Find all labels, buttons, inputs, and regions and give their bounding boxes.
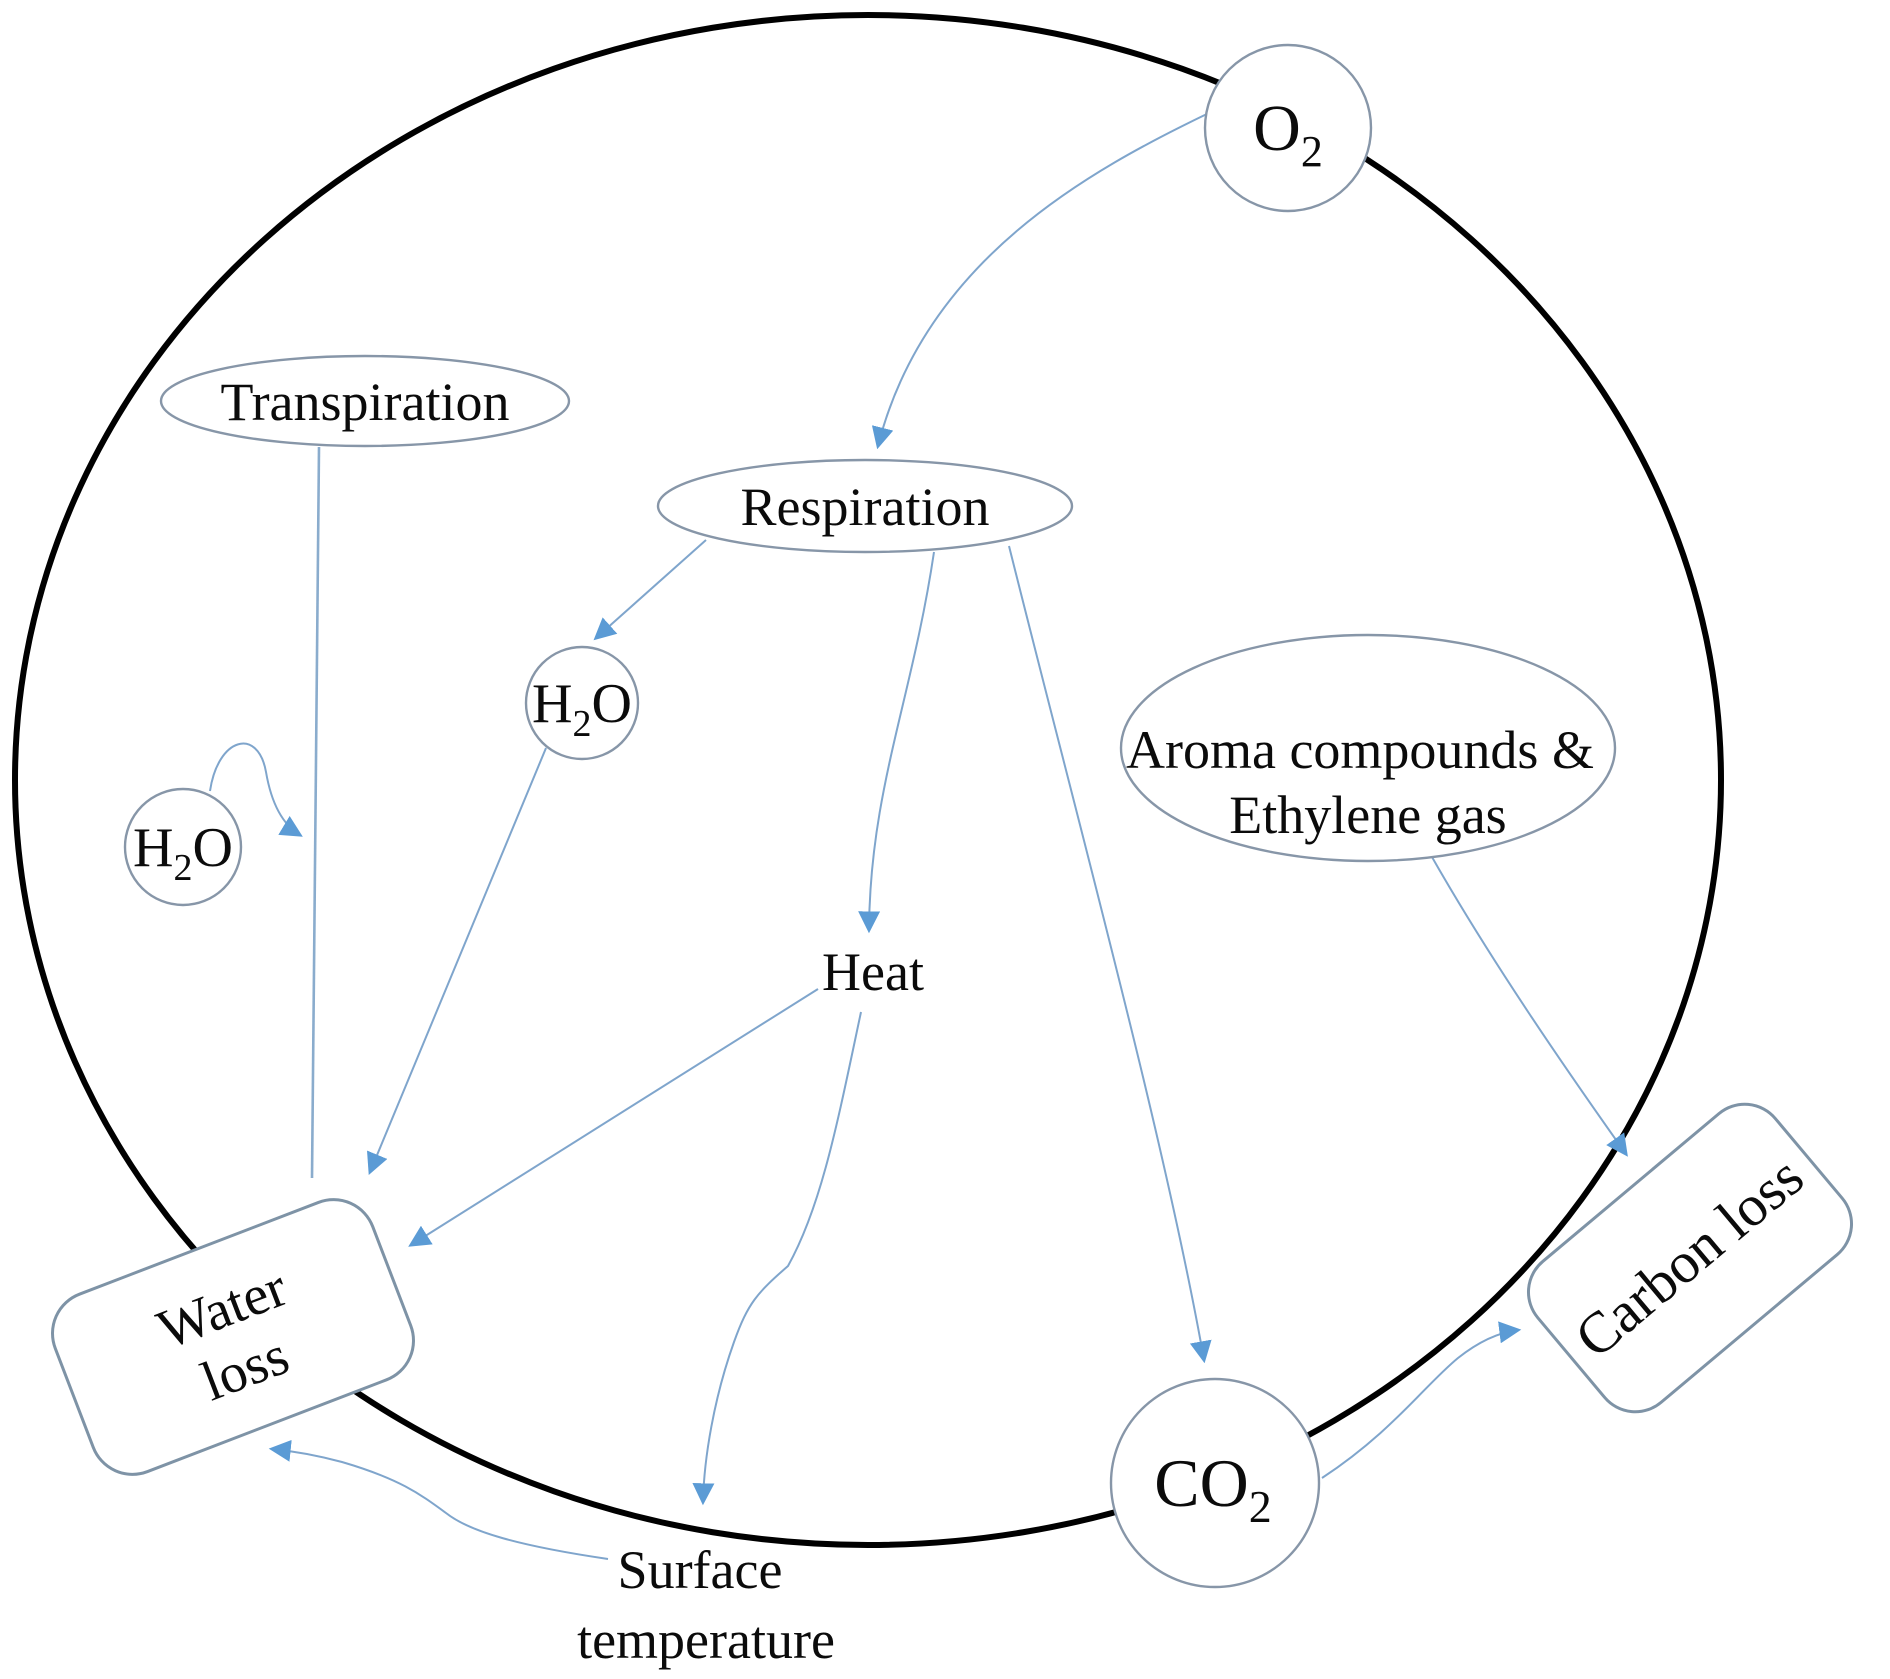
respiration-ellipse — [656, 458, 1074, 554]
node-h2o-mid: H2O — [524, 645, 640, 761]
co2-circle — [1109, 1377, 1321, 1589]
heat-label: Heat — [822, 942, 924, 1002]
edge-h2oleft-transpiration-line — [209, 742, 303, 837]
edge-heat-surfacetemp — [692, 1011, 862, 1506]
edge-respiration-co2 — [1008, 545, 1212, 1364]
node-aroma: Aroma compounds & Ethylene gas — [1119, 633, 1617, 863]
transpiration-ellipse — [159, 354, 571, 448]
surface-temperature-label-line2: temperature — [577, 1610, 835, 1670]
h2o-mid-circle — [524, 645, 640, 761]
aroma-label-line2: Ethylene gas — [1229, 785, 1506, 845]
edge-transpiration-waterloss — [310, 446, 321, 1179]
edge-h2o-waterloss — [367, 747, 547, 1176]
node-h2o-left: H2O — [123, 787, 243, 907]
respiration-label: Respiration — [741, 477, 990, 537]
outer-boundary-circle — [12, 12, 1724, 1548]
edge-o2-respiration — [871, 111, 1212, 450]
h2o-mid-label: H2O — [532, 673, 632, 745]
h2o-left-circle — [123, 787, 243, 907]
edge-co2-carbonloss — [1321, 1321, 1522, 1479]
edge-heat-waterloss — [408, 988, 819, 1247]
aroma-label-line1: Aroma compounds & — [1126, 720, 1594, 780]
transpiration-label: Transpiration — [220, 372, 509, 432]
node-co2: CO2 — [1109, 1377, 1321, 1589]
water-loss-box — [51, 1198, 415, 1476]
node-respiration: Respiration — [656, 458, 1074, 554]
co2-label: CO2 — [1154, 1445, 1271, 1532]
node-o2: O2 — [1203, 43, 1373, 213]
node-water-loss: Water loss — [51, 1198, 415, 1476]
node-surface-temperature: Surface temperature — [577, 1540, 835, 1670]
edge-respiration-heat — [858, 551, 935, 934]
o2-label: O2 — [1253, 92, 1323, 176]
h2o-left-label: H2O — [133, 817, 233, 889]
edge-aroma-carbonloss — [1427, 849, 1628, 1157]
o2-circle — [1203, 43, 1373, 213]
node-transpiration: Transpiration — [159, 354, 571, 448]
edge-surfacetemp-waterloss — [268, 1439, 609, 1560]
carbon-loss-box — [1526, 1102, 1854, 1414]
node-carbon-loss: Carbon loss — [1526, 1102, 1854, 1414]
aroma-ellipse — [1119, 633, 1617, 863]
edge-respiration-h2o — [593, 539, 707, 641]
surface-temperature-label-line1: Surface — [618, 1540, 783, 1600]
